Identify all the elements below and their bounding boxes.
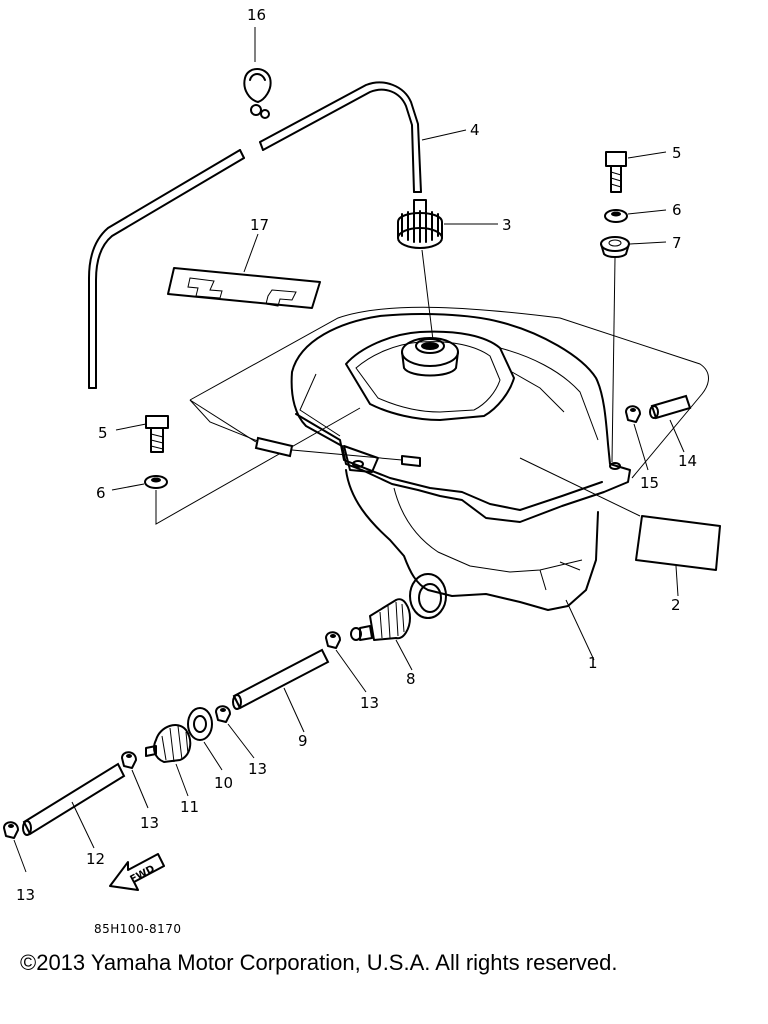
callout-8: 8 <box>406 670 416 688</box>
callout-4: 4 <box>470 121 480 139</box>
callout-10: 10 <box>214 774 233 792</box>
part-2-label <box>635 515 721 571</box>
callout-5a: 5 <box>98 424 108 442</box>
part-13-hose-clip-b <box>215 705 231 723</box>
part-8-fuel-cock <box>350 598 411 641</box>
part-5-bolt-right <box>605 151 627 193</box>
part-9-fuel-hose <box>232 648 330 710</box>
callout-3: 3 <box>502 216 512 234</box>
leader-15 <box>633 423 649 471</box>
callout-13d: 13 <box>16 886 35 904</box>
fwd-arrow-icon: FWD <box>109 853 165 891</box>
dashline-label <box>519 457 641 517</box>
leader-5a <box>115 423 147 431</box>
part-4-vent-hose <box>88 81 422 389</box>
part-6-washer-right <box>604 209 628 223</box>
part-16-hose-clamp <box>243 68 272 119</box>
part-17-emblem <box>167 267 321 309</box>
leader-1 <box>565 599 595 661</box>
part-12-fuel-hose <box>22 762 126 836</box>
callout-17: 17 <box>250 216 269 234</box>
callout-1: 1 <box>588 654 598 672</box>
leader-7 <box>629 241 667 245</box>
dashline-breather-left <box>291 449 403 461</box>
part-14-breather-hose <box>649 394 692 420</box>
dashline-right-bolt <box>611 257 616 463</box>
leader-17 <box>243 233 259 273</box>
leader-13c <box>131 769 149 809</box>
part-5-bolt-left <box>145 415 169 453</box>
callout-6b: 6 <box>672 201 682 219</box>
leader-13a <box>335 649 367 693</box>
part-13-hose-clip-c <box>121 751 137 769</box>
callout-13a: 13 <box>360 694 379 712</box>
part-breather-stub-left <box>254 436 421 467</box>
leader-5b <box>627 151 667 159</box>
leader-13d <box>13 839 27 873</box>
part-13-hose-clip-d <box>3 821 19 839</box>
callout-7: 7 <box>672 234 682 252</box>
part-7-grommet <box>600 236 630 258</box>
part-1-fuel-tank <box>290 313 631 619</box>
copyright-notice: ©2013 Yamaha Motor Corporation, U.S.A. A… <box>20 950 618 975</box>
dashline-cap <box>421 249 434 341</box>
leader-6b <box>627 209 667 215</box>
part-10-washer <box>187 707 213 741</box>
callout-13b: 13 <box>248 760 267 778</box>
callout-11: 11 <box>180 798 199 816</box>
leader-11 <box>175 763 189 797</box>
part-15-hose-clip <box>625 405 641 423</box>
leader-10 <box>203 741 223 771</box>
callout-2: 2 <box>671 596 681 614</box>
callout-5b: 5 <box>672 144 682 162</box>
callout-9: 9 <box>298 732 308 750</box>
callout-13c: 13 <box>140 814 159 832</box>
part-11-fuel-filter <box>145 724 192 763</box>
callout-14: 14 <box>678 452 697 470</box>
leader-12 <box>71 801 95 849</box>
leader-8 <box>395 639 413 671</box>
leader-6a <box>111 483 145 491</box>
leader-9 <box>283 687 305 733</box>
dashline-tank-left <box>189 399 257 443</box>
callout-16: 16 <box>247 6 266 24</box>
drawing-code: 85H100-8170 <box>94 922 182 936</box>
part-13-hose-clip-a <box>325 631 341 649</box>
part-3-fuel-cap <box>397 199 443 249</box>
leader-4 <box>421 129 467 141</box>
leader-14 <box>669 419 685 453</box>
callout-6a: 6 <box>96 484 106 502</box>
part-6-washer-left <box>144 475 168 489</box>
leader-2 <box>675 565 679 597</box>
callout-15: 15 <box>640 474 659 492</box>
leader-13b <box>227 723 255 759</box>
dashline-left-bolt <box>155 407 361 525</box>
callout-12: 12 <box>86 850 105 868</box>
